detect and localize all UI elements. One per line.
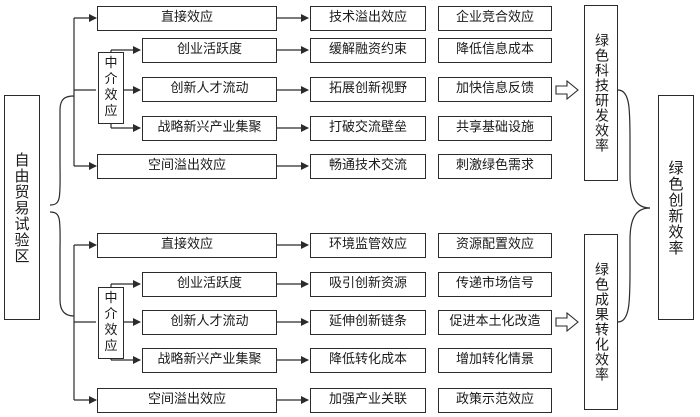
root-brace bbox=[49, 95, 75, 206]
top-mediator-label: 中介 效应 bbox=[98, 52, 124, 124]
top-result-1: 企业竞合效应 bbox=[438, 6, 552, 31]
right-brace-top bbox=[617, 89, 651, 209]
mediator-line-1: 中介 bbox=[104, 56, 118, 87]
top-mechanism-4: 打破交流壁垒 bbox=[310, 116, 426, 141]
top-outcome: 绿色科技研发效率 bbox=[584, 5, 618, 181]
top-mechanism-1: 技术溢出效应 bbox=[310, 6, 426, 31]
bottom-mechanism-5: 加强产业关联 bbox=[310, 388, 426, 413]
mediator-line-2: 效应 bbox=[104, 323, 118, 354]
top-result-3: 加快信息反馈 bbox=[438, 77, 552, 102]
block-arrow-bottom bbox=[555, 311, 579, 333]
bottom-mechanism-4: 降低转化成本 bbox=[310, 348, 426, 373]
top-industry-cluster: 战略新兴产业集聚 bbox=[142, 116, 277, 141]
top-talent-flow: 创新人才流动 bbox=[142, 77, 277, 102]
bottom-mechanism-1: 环境监管效应 bbox=[310, 233, 426, 258]
root-node: 自由贸易试验区 bbox=[4, 95, 40, 320]
bottom-talent-flow: 创新人才流动 bbox=[142, 310, 277, 335]
top-result-4: 共享基础设施 bbox=[438, 116, 552, 141]
bottom-result-1: 资源配置效应 bbox=[438, 233, 552, 258]
block-arrow-top bbox=[555, 79, 579, 101]
bottom-result-4: 增加转化情景 bbox=[438, 348, 552, 373]
bottom-result-2: 传递市场信号 bbox=[438, 272, 552, 297]
top-result-2: 降低信息成本 bbox=[438, 38, 552, 63]
top-mechanism-2: 缓解融资约束 bbox=[310, 38, 426, 63]
bottom-mechanism-3: 延伸创新链条 bbox=[310, 310, 426, 335]
top-direct-effect: 直接效应 bbox=[97, 6, 277, 31]
top-mechanism-3: 拓展创新视野 bbox=[310, 77, 426, 102]
bottom-result-5: 政策示范效应 bbox=[438, 388, 552, 413]
right-brace-bottom bbox=[617, 207, 651, 323]
final-outcome: 绿色创新效率 bbox=[658, 95, 694, 320]
mediator-line-2: 效应 bbox=[104, 88, 118, 119]
top-result-5: 刺激绿色需求 bbox=[438, 154, 552, 179]
bottom-direct-effect: 直接效应 bbox=[97, 233, 277, 258]
mediator-line-1: 中介 bbox=[104, 291, 118, 322]
bottom-mediator-label: 中介 效应 bbox=[98, 287, 124, 359]
top-entrepreneurship: 创业活跃度 bbox=[142, 38, 277, 63]
bottom-mechanism-2: 吸引创新资源 bbox=[310, 272, 426, 297]
bottom-outcome: 绿色成果转化效率 bbox=[584, 234, 618, 410]
bottom-entrepreneurship: 创业活跃度 bbox=[142, 272, 277, 297]
bottom-industry-cluster: 战略新兴产业集聚 bbox=[142, 348, 277, 373]
bottom-result-3: 促进本土化改造 bbox=[438, 310, 552, 335]
bottom-spatial-spillover: 空间溢出效应 bbox=[97, 388, 277, 413]
top-spatial-spillover: 空间溢出效应 bbox=[97, 154, 277, 179]
top-mechanism-5: 畅通技术交流 bbox=[310, 154, 426, 179]
